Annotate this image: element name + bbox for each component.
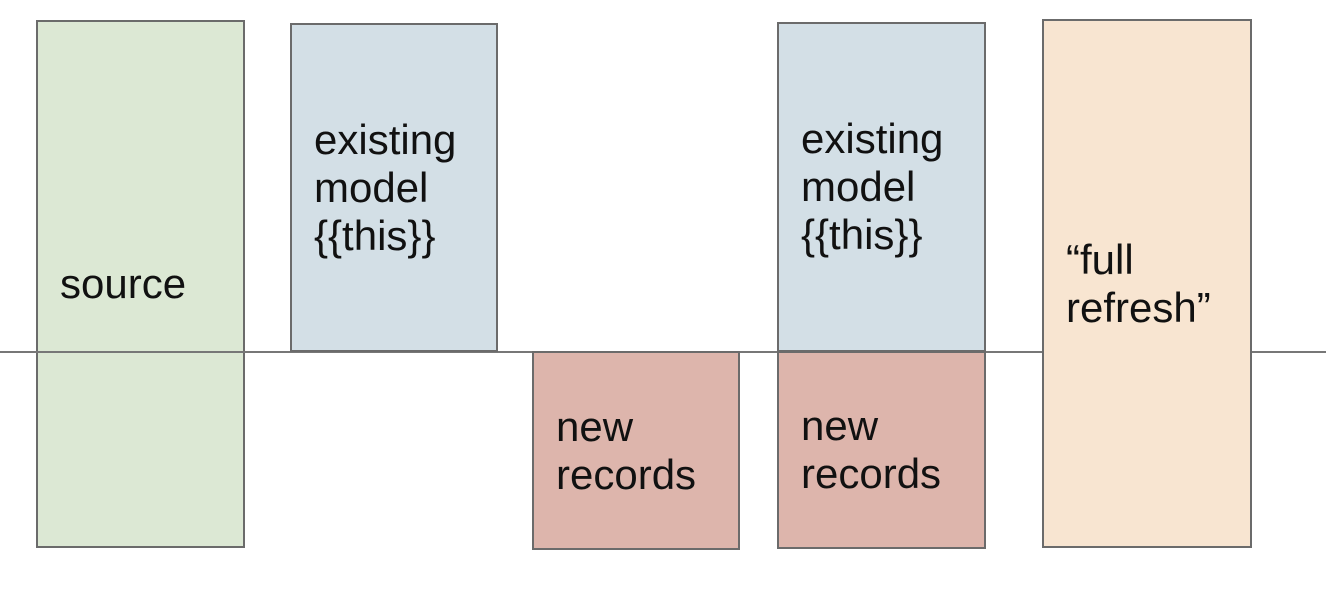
new-records-box-2-label-line-1: new [801,402,879,449]
full-refresh-box-label-line-1: “full [1066,235,1134,283]
existing-model-box-1: existing model {{this}} [290,23,498,352]
existing-model-box-2-label-line-1: existing [801,115,944,162]
new-records-box-1-label-line-1: new [556,402,634,450]
new-records-box-1-label-line-2: records [556,450,697,498]
new-records-box-2: new records [777,351,986,549]
existing-model-box-1-label-line-3: {{this}} [314,211,436,259]
source-box: source [36,20,245,548]
full-refresh-box: “full refresh” [1042,19,1252,548]
existing-model-box-1-label-line-2: model [314,163,429,211]
existing-model-box-1-label-line-1: existing [314,115,457,163]
full-refresh-box-label-line-2: refresh” [1066,283,1211,331]
new-records-box-1: new records [532,351,740,550]
new-records-box-2-label-line-2: records [801,450,942,497]
existing-model-box-2-label-line-3: {{this}} [801,211,923,258]
existing-model-box-2: existing model {{this}} [777,22,986,352]
source-box-label: source [60,260,187,307]
existing-model-box-2-label-line-2: model [801,163,916,210]
